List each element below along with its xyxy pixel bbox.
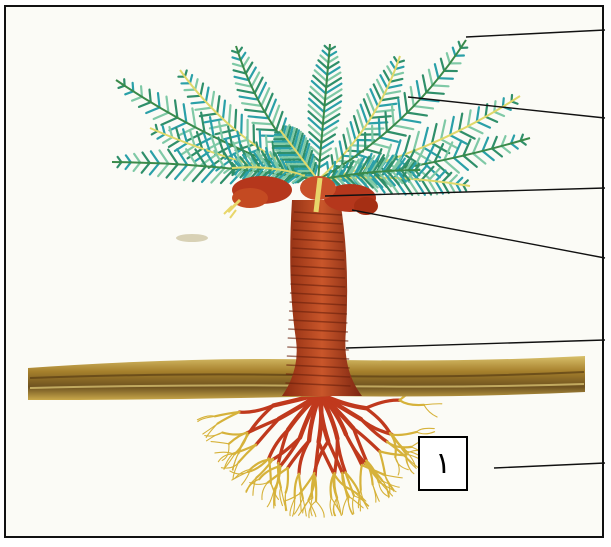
answer-label-box: ١: [418, 436, 468, 491]
leader-line-fruit-stalk: [352, 210, 605, 258]
leader-line-trunk: [346, 340, 605, 348]
leader-line-leaf-stalk: [408, 97, 605, 118]
answer-label: ١: [435, 446, 451, 481]
leader-line-roots: [494, 463, 605, 468]
leaves: [112, 40, 530, 195]
leader-line-leaves: [466, 30, 605, 37]
smudge: [176, 234, 208, 242]
